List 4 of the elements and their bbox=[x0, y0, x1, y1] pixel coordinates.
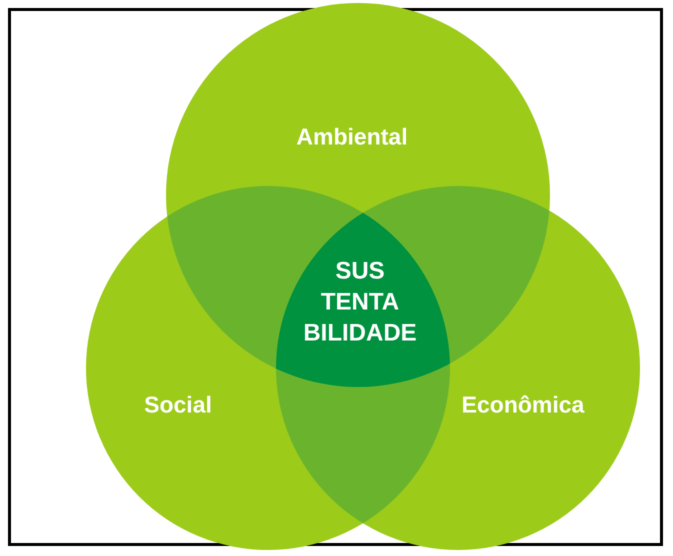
center-label: SUS TENTA BILIDADE bbox=[302, 256, 418, 348]
circle-label: Ambiental bbox=[296, 124, 408, 150]
circle-label: Econômica bbox=[462, 392, 584, 418]
circle-label: Social bbox=[144, 392, 212, 418]
